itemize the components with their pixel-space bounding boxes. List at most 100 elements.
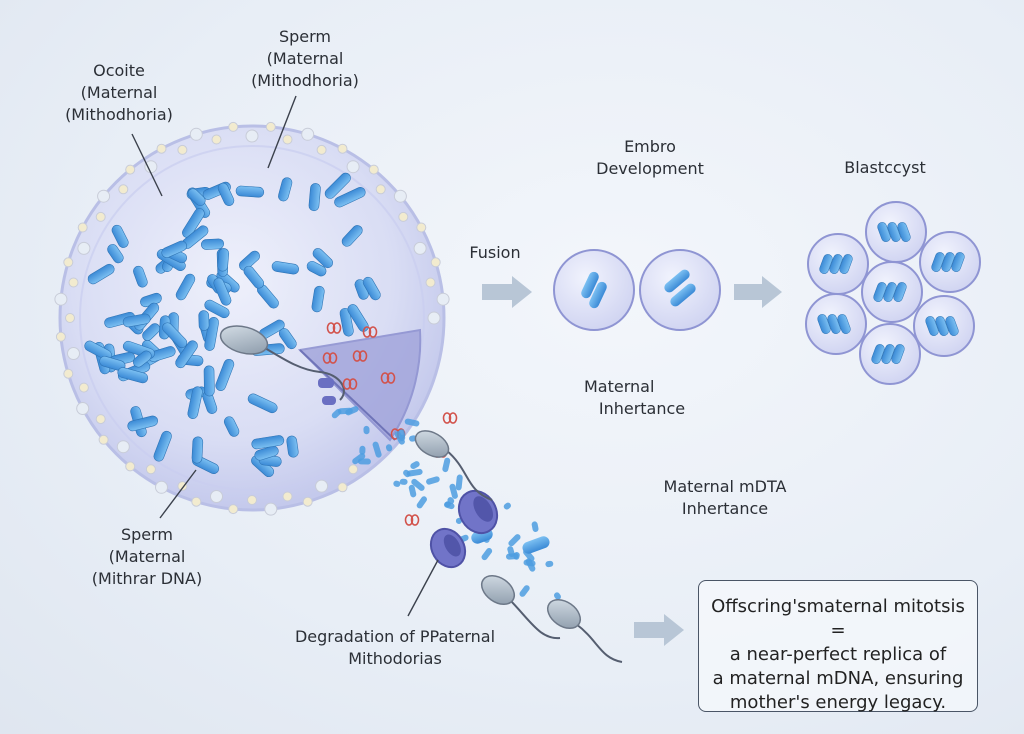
sperm-inside-icon [219,325,345,405]
zona-bead [436,292,450,306]
mitochondrion-fragment [410,461,420,470]
mitochondrion [347,304,369,332]
mitochondrion [239,250,260,271]
summary-box: Offscring'smaternal mitotsis = a near-pe… [698,580,978,713]
mitochondrion [278,328,297,350]
mitochondrion [153,430,172,462]
summary-line-4: mother's energy legacy. [729,692,947,713]
mitochondrion-fragment [398,429,406,438]
sperm-top-label-line-2: (Maternal [266,49,344,68]
zona-bead [191,496,202,507]
mitochondrion [117,367,149,384]
zona-bead [145,464,156,475]
mitochondrion-fragment [393,480,401,487]
zona-bead [76,402,90,415]
leader-lines [131,95,439,617]
zona-bead [211,134,222,145]
oocyte-label-line-3: (Mithodhoria) [65,105,173,124]
mitochondrion [175,273,196,301]
mitochondrion [111,224,129,248]
zona-bead [63,368,74,379]
mitochondrion-fragment [519,585,530,597]
mitochondrion [133,265,148,288]
zona-bead [282,491,293,502]
mitochondrion [198,310,210,331]
zona-bead [264,502,278,516]
fusion-arrow-icon [482,276,532,308]
zona-bead [65,313,75,323]
sperm-free-icons [414,430,623,663]
blastocyst-arrow-icon [734,276,782,308]
maternal-mdna-line-2: Inhertance [681,499,769,518]
zona-bead [210,490,223,503]
maternal-inheritance-label: Maternal Inhertance [572,376,712,420]
mitochondrion [175,340,198,369]
mitochondrion-fragment [363,425,370,435]
zona-bead [247,495,257,505]
mitochondrion [191,436,204,464]
fusion-label: Fusion [469,243,521,262]
maternal-mdna-line-1: Maternal mDTA [663,477,787,496]
zona-bead [346,160,360,174]
mitochondrion [362,276,381,301]
mitochondrion-fragment [372,441,382,458]
mitochondrion [247,393,278,414]
zona-bead [398,211,409,222]
zona-bead [55,331,66,342]
zona-bead [228,121,239,132]
dna-glyph [342,378,358,390]
mitochondrion [204,299,230,319]
mitochondrion-fragment [403,469,411,478]
mitochondrion [122,313,151,328]
oocyte-mitochondria [84,172,381,478]
mitochondrion [312,248,333,269]
zona-bead [337,143,348,154]
zona-bead [265,121,276,132]
mitochondrion-fragment [531,521,539,532]
mitochondrion [107,244,124,264]
zona-bead [54,292,68,306]
blastocyst-cell [919,231,981,293]
zona-bead [155,480,168,494]
mitochondrion-fragment [455,517,462,524]
mitochondrion-fragment [416,496,427,509]
zona-bead [67,347,80,360]
zona-bead [116,440,130,454]
blastocyst-cell [859,323,921,385]
mitochondrion [87,263,115,285]
mitochondrion-fragment [404,418,420,427]
embryo-label-line-1: Embro [624,137,676,156]
mitochondrion-fragment [507,546,515,558]
mitochondrion [127,415,158,432]
blastocyst-cell [805,293,867,355]
mitochondrion [161,240,187,258]
mitochondrion [215,358,235,391]
zona-bead [413,241,427,255]
summary-line-1: Offscring'smaternal mitotsis = [711,596,965,641]
embryo-label: Embro Development [580,136,720,180]
blastocyst-cell [865,201,927,263]
zona-bead [118,184,129,195]
mitochondrion [254,445,279,461]
mitochondrion [308,183,321,212]
zona-bead [77,222,88,233]
sperm-top-label: Sperm (Maternal (Mithodhoria) [240,26,370,92]
zona-bead [430,257,441,268]
zona-bead [245,129,259,143]
sperm-bottom-label-line-2: (Maternal [108,547,186,566]
zona-bead [63,257,74,268]
mitochondrion-fragment [553,592,561,600]
zona-bead [425,277,436,288]
mitochondrion-fragment [359,445,366,455]
mitochondrion [182,208,205,238]
mitochondrion-fragment [352,453,366,465]
mitochondrion [306,260,327,277]
zona-bead [228,504,239,515]
mitochondrion [187,386,203,419]
blastocyst-cell [913,295,975,357]
sperm-bottom-label-line-1: Sperm [120,525,174,544]
maternal-inheritance-line-1: Maternal [584,377,655,396]
mitochondrion [84,340,112,361]
mitochondrion-fragment [525,558,536,572]
zona-pellucida [54,121,450,516]
